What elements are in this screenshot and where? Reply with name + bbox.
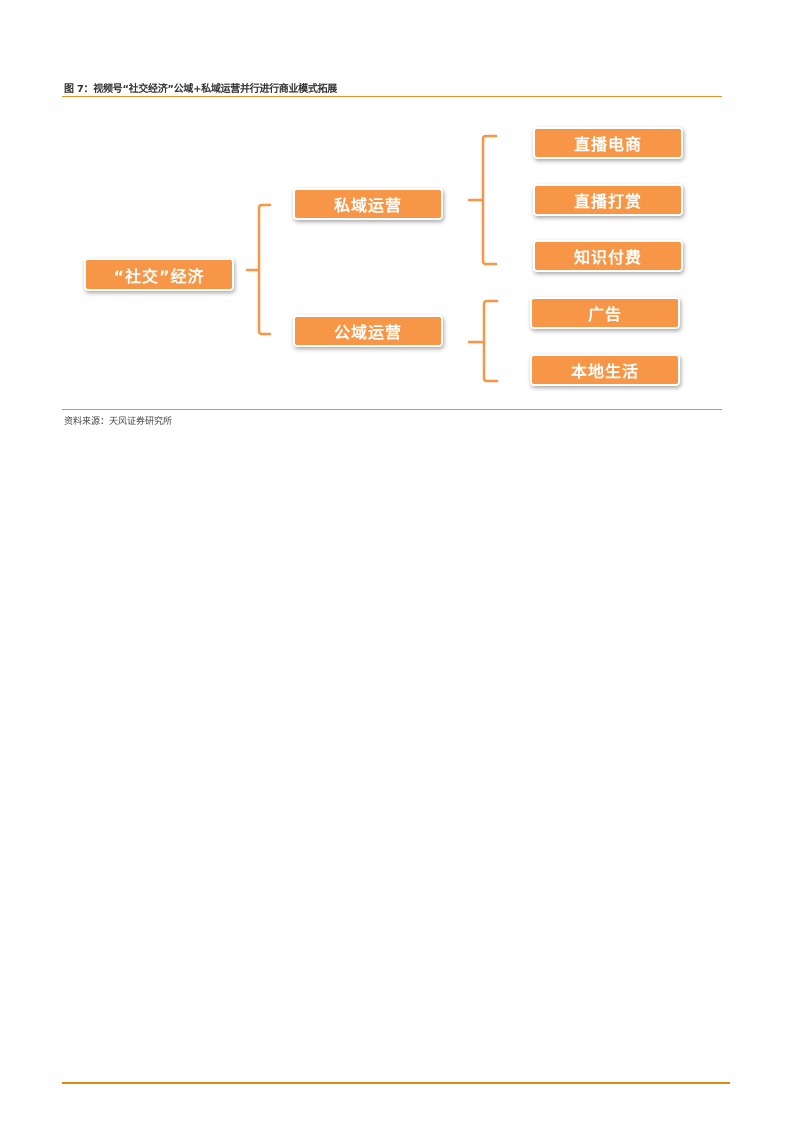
source-divider xyxy=(62,409,722,410)
connector-brackets xyxy=(245,134,499,383)
public-bracket xyxy=(482,299,499,383)
branch-node-private: 私域运营 xyxy=(293,188,443,220)
root-bracket xyxy=(257,203,272,336)
leaf-node-live-ecommerce: 直播电商 xyxy=(533,127,683,159)
figure-title: 图 7：视频号“社交经济”公域+私域运营并行进行商业模式拓展 xyxy=(64,84,337,95)
leaf-node-advertising: 广告 xyxy=(530,297,680,329)
leaf-node-live-tipping: 直播打赏 xyxy=(533,184,683,216)
branch-node-public: 公域运营 xyxy=(293,315,443,347)
page-footer-rule xyxy=(62,1082,730,1084)
title-divider xyxy=(62,96,722,97)
figure-source: 资料来源：天风证券研究所 xyxy=(64,417,173,427)
leaf-node-local-life: 本地生活 xyxy=(530,354,680,386)
private-bracket xyxy=(481,134,498,266)
leaf-node-paid-knowledge: 知识付费 xyxy=(533,240,683,272)
root-node-social-economy: “社交”经济 xyxy=(84,258,234,291)
